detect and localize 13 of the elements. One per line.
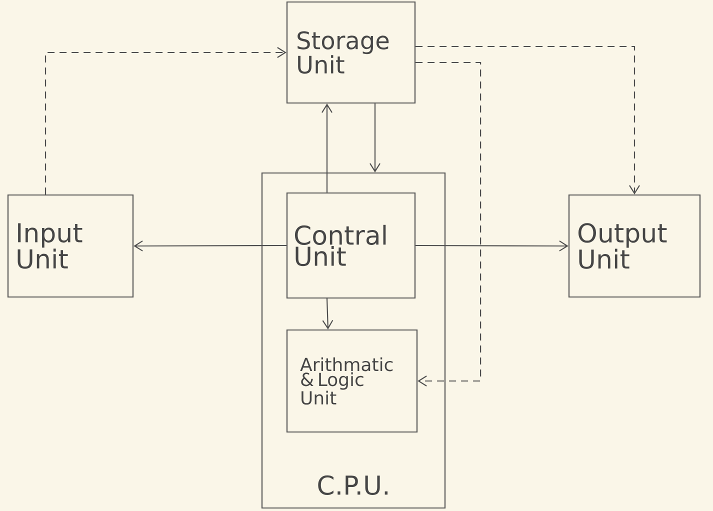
arrow: [416, 46, 640, 194]
arrow: [416, 62, 482, 386]
arrow: [322, 104, 332, 192]
unit-box: Arithmatic & Logic Unit: [286, 329, 418, 433]
unit-box: Output Unit: [568, 194, 701, 298]
unit-box: Storage Unit: [286, 1, 416, 104]
unit-box: Contral Unit: [286, 192, 416, 299]
arrow: [370, 104, 380, 172]
arrow: [322, 298, 334, 330]
arrow: [134, 240, 286, 252]
arrow: [44, 47, 286, 194]
unit-box: Input Unit: [7, 194, 134, 298]
arrow: [416, 240, 568, 252]
